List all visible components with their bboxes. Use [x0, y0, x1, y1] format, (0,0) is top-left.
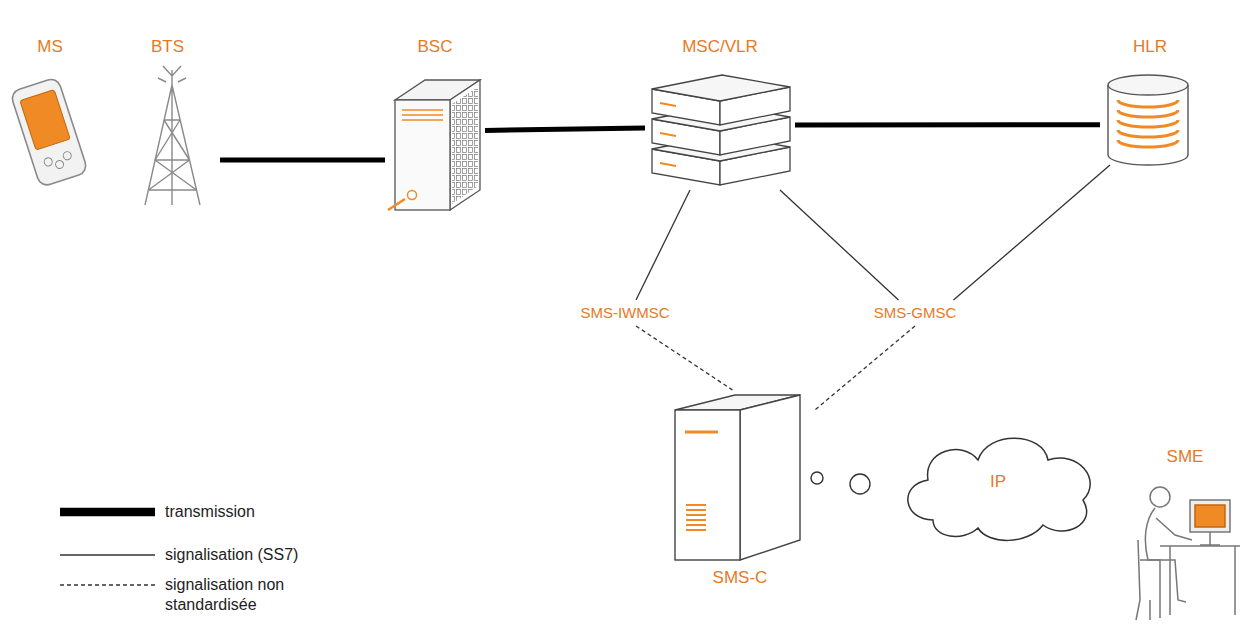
phone-icon-part [20, 89, 70, 150]
phone-icon-part [55, 159, 65, 169]
smsc-server [675, 395, 800, 560]
user-at-desk-part [1145, 508, 1186, 602]
bsc-server-part [388, 199, 405, 210]
dash-link [815, 326, 915, 410]
phone-icon [10, 77, 88, 188]
thin-link [780, 190, 899, 300]
mobile-station: MS [10, 35, 90, 195]
legend-sample [60, 584, 155, 585]
user-at-desk-part [1150, 487, 1170, 507]
antenna-tower-part [145, 85, 200, 205]
user-at-desk-part [1136, 540, 1160, 620]
legend-entry: signalisation (SS7) [165, 545, 465, 565]
node-label: SMS-IWMSC [580, 304, 669, 322]
phone-icon-part [43, 157, 53, 167]
base-station: BTS [115, 35, 220, 210]
stack-slab-part [660, 163, 676, 166]
thin-link [954, 165, 1111, 300]
node-label: MSC/VLR [682, 37, 758, 57]
antenna-tower-part [158, 66, 186, 85]
legend-label: signalisation (SS7) [165, 546, 298, 563]
database-cylinder-part [1108, 85, 1188, 165]
antenna-tower [145, 66, 200, 205]
node-label: IP [990, 472, 1006, 492]
user-at-desk-part [1160, 546, 1240, 615]
cloud-shape [908, 438, 1090, 540]
gateway-label: SMS-IWMSC [570, 300, 680, 326]
database-node: HLR [1100, 35, 1200, 165]
user-at-desk-part [1195, 505, 1225, 527]
smsc-server-part [686, 505, 706, 530]
phone-icon-part [10, 77, 88, 188]
stack-slab-part [660, 103, 676, 106]
legend-label: transmission [165, 503, 255, 520]
bsc-server-part [402, 110, 443, 120]
legend-sample [60, 554, 155, 555]
smsc-server-part [740, 395, 800, 560]
bsc-server-part [452, 87, 478, 204]
controller-node: BSC [385, 35, 485, 215]
bsc-server-part [450, 80, 480, 210]
stack-slab-part [660, 133, 676, 136]
msc-stack [652, 75, 790, 185]
node-label: BTS [151, 37, 184, 57]
node-label: MS [37, 37, 63, 57]
database-cylinder-part [1118, 100, 1178, 147]
bsc-server-part [395, 100, 450, 210]
user-at-desk-part [1200, 532, 1220, 545]
legend-sample [60, 508, 155, 517]
thick-link [795, 122, 1100, 127]
user-at-desk-part [1156, 518, 1192, 540]
thought-bubbles-part [811, 472, 823, 484]
node-label: HLR [1133, 37, 1167, 57]
node-label: SME [1167, 447, 1204, 467]
node-label: BSC [418, 37, 453, 57]
smsc-server-part [685, 431, 718, 434]
thick-link [485, 128, 645, 130]
bsc-server [388, 80, 480, 210]
thought-bubbles-part [850, 474, 870, 494]
terminal-user: SME [1135, 445, 1235, 625]
stack-slab-part [652, 75, 790, 101]
node-label: SMS-C [713, 568, 768, 588]
phone-icon-part [62, 151, 72, 161]
legend-entry: transmission [165, 502, 465, 522]
database-cylinder-part [1108, 75, 1188, 95]
antenna-tower-part [149, 120, 197, 190]
stack-slab [652, 75, 790, 125]
user-at-desk-part [1190, 500, 1230, 532]
ip-cloud: IP [893, 420, 1103, 545]
legend-label: signalisation non standardisée [165, 576, 284, 613]
bsc-server-part [408, 191, 417, 200]
database-cylinder [1108, 75, 1188, 165]
legend-entry: signalisation non standardisée [165, 575, 305, 615]
user-at-desk [1136, 487, 1240, 620]
thick-link [220, 157, 385, 162]
thought-bubbles [811, 472, 870, 494]
smsc-server-part [675, 410, 740, 560]
switch-node: MSC/VLR [645, 35, 795, 190]
service-center: SMS-C [665, 390, 815, 590]
dash-link [636, 326, 733, 390]
gateway-label: SMS-GMSC [860, 300, 970, 326]
node-label: SMS-GMSC [874, 304, 957, 322]
thin-link [636, 190, 690, 300]
